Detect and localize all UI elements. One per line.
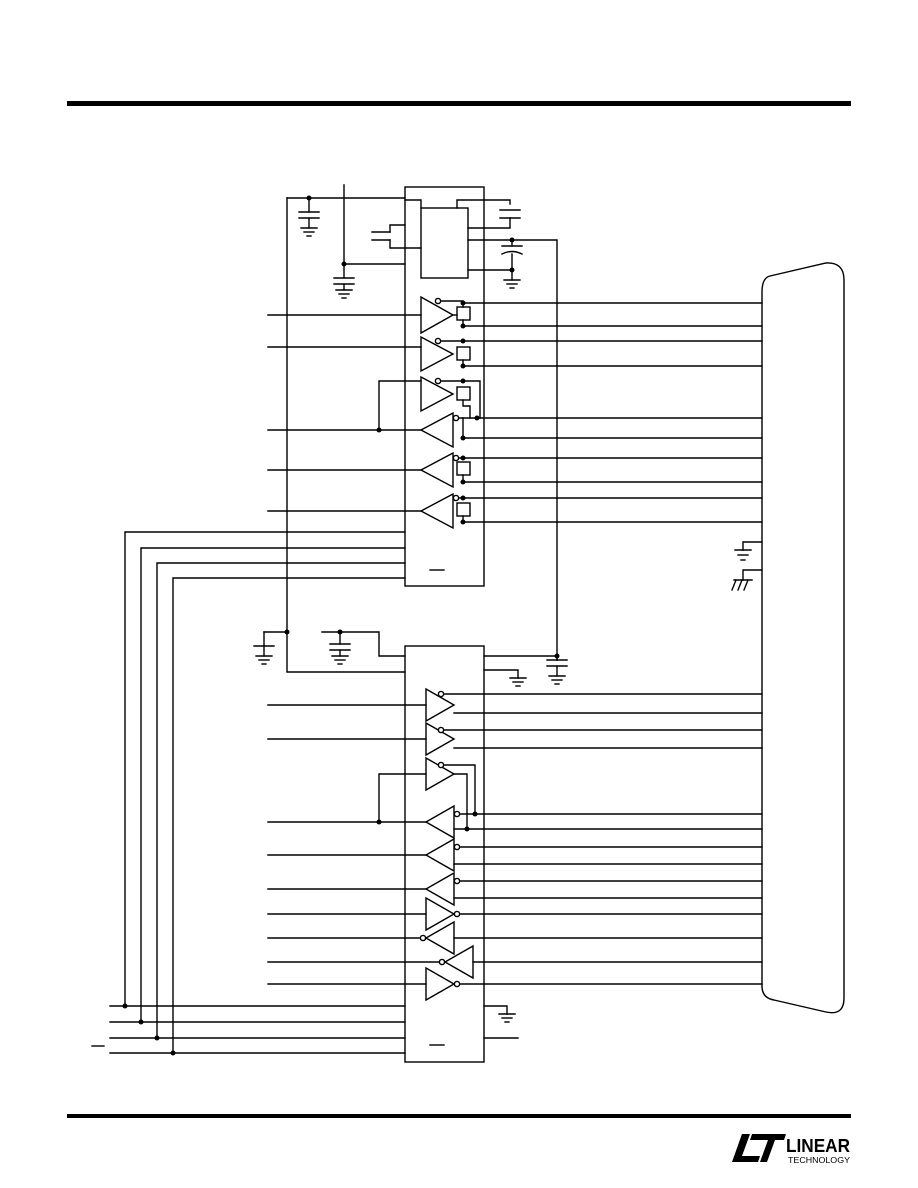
cp-lead-3: [467, 217, 511, 229]
upper-driver-2: [420, 335, 455, 373]
upper-driver-1: [420, 295, 455, 335]
upper-ic: [124, 184, 763, 1054]
charge-pump-block: [420, 207, 469, 279]
db-connector: [761, 262, 845, 1014]
logo-line1: LINEAR: [786, 1136, 850, 1156]
termination-resistor: [456, 346, 471, 361]
upper-receiver-2: [419, 451, 454, 489]
termination-resistor: [456, 461, 471, 476]
termination-resistor: [456, 386, 471, 401]
lower-receiver-1: [424, 804, 455, 840]
logo-line2: TECHNOLOGY: [788, 1156, 851, 1165]
lower-driver-5: [425, 966, 456, 1002]
linear-technology-logo: LINEAR TECHNOLOGY: [732, 1134, 851, 1165]
upper-ic-body: [404, 186, 485, 587]
cp-lead-4: [389, 224, 406, 233]
cp-lead-2: [456, 199, 511, 209]
lower-receiver-3: [424, 871, 455, 907]
lower-ic: [91, 629, 763, 1063]
cp-lead-1: [404, 199, 422, 209]
lower-vee-net: [321, 631, 406, 657]
top-rule: [67, 101, 851, 106]
lower-receiver-2: [424, 837, 455, 873]
upper-receiver-3: [419, 492, 454, 530]
cap-c3-curved-plate: [501, 250, 523, 255]
bottom-rule: [67, 1114, 851, 1118]
vcc-spine: [286, 197, 406, 673]
mode-line-m0: [124, 531, 406, 1007]
lt-logo-icon: [732, 1134, 786, 1162]
lower-driver-4: [425, 896, 456, 932]
cp-lead-5: [389, 239, 422, 249]
mode-line-dce: [172, 577, 406, 1054]
upper-driver-3: [420, 375, 455, 413]
upper-receiver-1: [419, 411, 454, 449]
lower-ic-body: [404, 645, 485, 1063]
chassis-ground: [742, 569, 763, 581]
vminus-net: [467, 239, 558, 661]
termination-resistor: [456, 306, 471, 321]
mode-line-m2: [156, 562, 406, 1039]
termination-resistor: [456, 502, 471, 517]
mode-line-m1: [140, 547, 406, 1023]
